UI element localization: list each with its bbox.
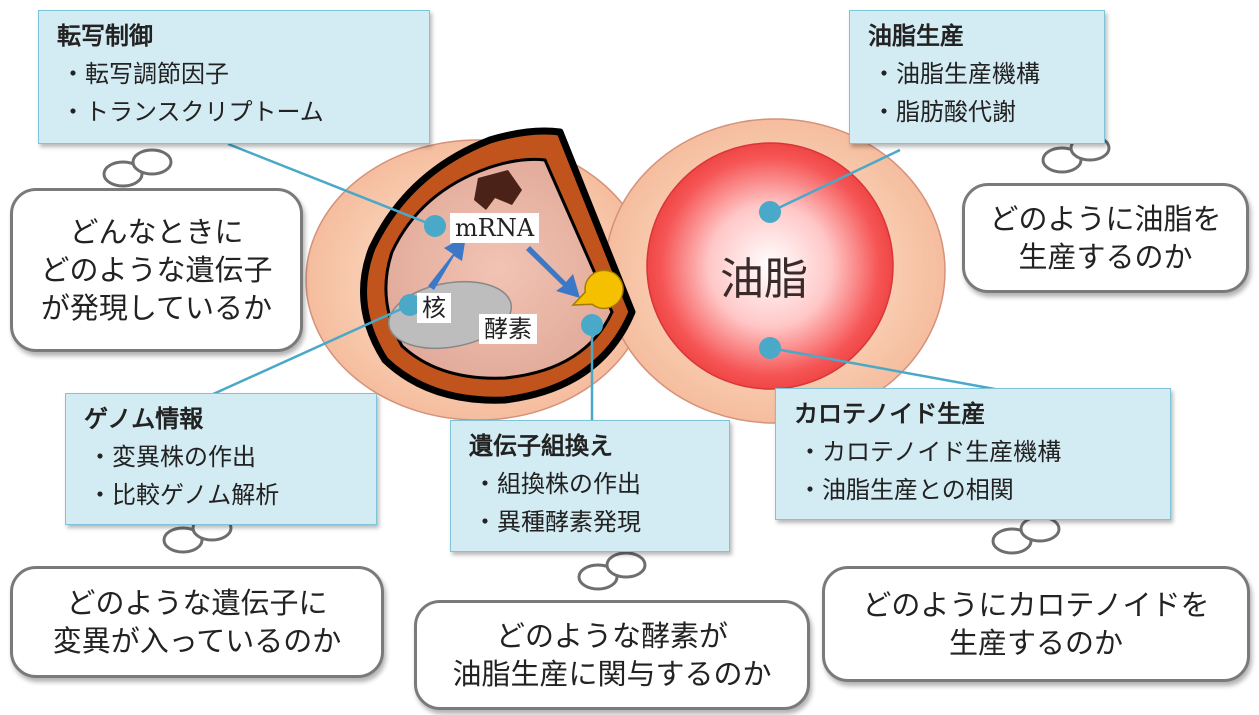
topic-oil: 油脂生産 ・油脂生産機構 ・脂肪酸代謝 [849, 10, 1105, 144]
oil-label: 油脂 [720, 254, 808, 305]
topic-genome: ゲノム情報 ・変異株の作出 ・比較ゲノム解析 [65, 393, 377, 525]
question-line: どのような遺伝子に [66, 586, 328, 620]
enzyme-label: 酵素 [479, 314, 537, 344]
topic-item: ・油脂生産との相関 [798, 476, 1014, 504]
topic-item: ・組換株の作出 [473, 470, 641, 498]
connector-lines [199, 142, 1001, 420]
question-line: 生産するのか [948, 626, 1123, 660]
topic-title: 遺伝子組換え [469, 431, 613, 460]
connector-dots [399, 201, 781, 359]
arrow-mrna-to-enzyme [526, 246, 580, 298]
question-line: 生産するのか [1018, 240, 1193, 274]
question-bubble-transcription: どんなときに どのような遺伝子 が発現しているか [10, 188, 303, 352]
question-line: どのように油脂を [989, 202, 1222, 236]
topic-item: ・変異株の作出 [88, 443, 256, 471]
arrow-nucleus-to-mrna [428, 236, 466, 290]
topic-item: ・カロテノイド生産機構 [798, 438, 1062, 466]
topic-item: ・異種酵素発現 [473, 508, 641, 536]
topic-item: ・比較ゲノム解析 [88, 481, 280, 509]
question-bubble-oil: どのように油脂を 生産するのか [962, 183, 1249, 293]
topic-item: ・脂肪酸代謝 [872, 98, 1016, 126]
organelle-dark-mark [474, 170, 522, 210]
question-bubble-carotenoid: どのようにカロテノイドを 生産するのか [822, 566, 1250, 682]
topic-item: ・トランスクリプトーム [61, 98, 324, 126]
question-bubble-recombination: どのような酵素が 油脂生産に関与するのか [414, 600, 810, 710]
enzyme-shape [571, 269, 624, 310]
question-bubble-genome: どのような遺伝子に 変異が入っているのか [10, 566, 384, 678]
topic-item: ・油脂生産機構 [872, 60, 1040, 88]
topic-transcription: 転写制御 ・転写調節因子 ・トランスクリプトーム [38, 10, 430, 144]
topic-recombination: 遺伝子組換え ・組換株の作出 ・異種酵素発現 [450, 420, 730, 552]
topic-title: カロテノイド生産 [794, 399, 986, 428]
question-line: どのような酵素が [495, 619, 728, 653]
nucleus-label: 核 [417, 293, 451, 323]
oil-droplet [646, 142, 894, 390]
question-line: どんなときに [69, 215, 244, 249]
question-line: 油脂生産に関与するのか [452, 657, 772, 691]
mrna-label: mRNA [450, 213, 540, 243]
topic-title: 油脂生産 [868, 21, 964, 50]
question-line: どのような遺伝子 [40, 253, 273, 287]
topic-carotenoid: カロテノイド生産 ・カロテノイド生産機構 ・油脂生産との相関 [775, 388, 1171, 520]
topic-item: ・転写調節因子 [61, 60, 229, 88]
topic-title: 転写制御 [57, 21, 153, 50]
question-line: 変異が入っているのか [52, 624, 342, 658]
question-line: が発現しているか [40, 291, 273, 325]
topic-title: ゲノム情報 [84, 404, 204, 433]
question-line: どのようにカロテノイドを [862, 588, 1210, 622]
